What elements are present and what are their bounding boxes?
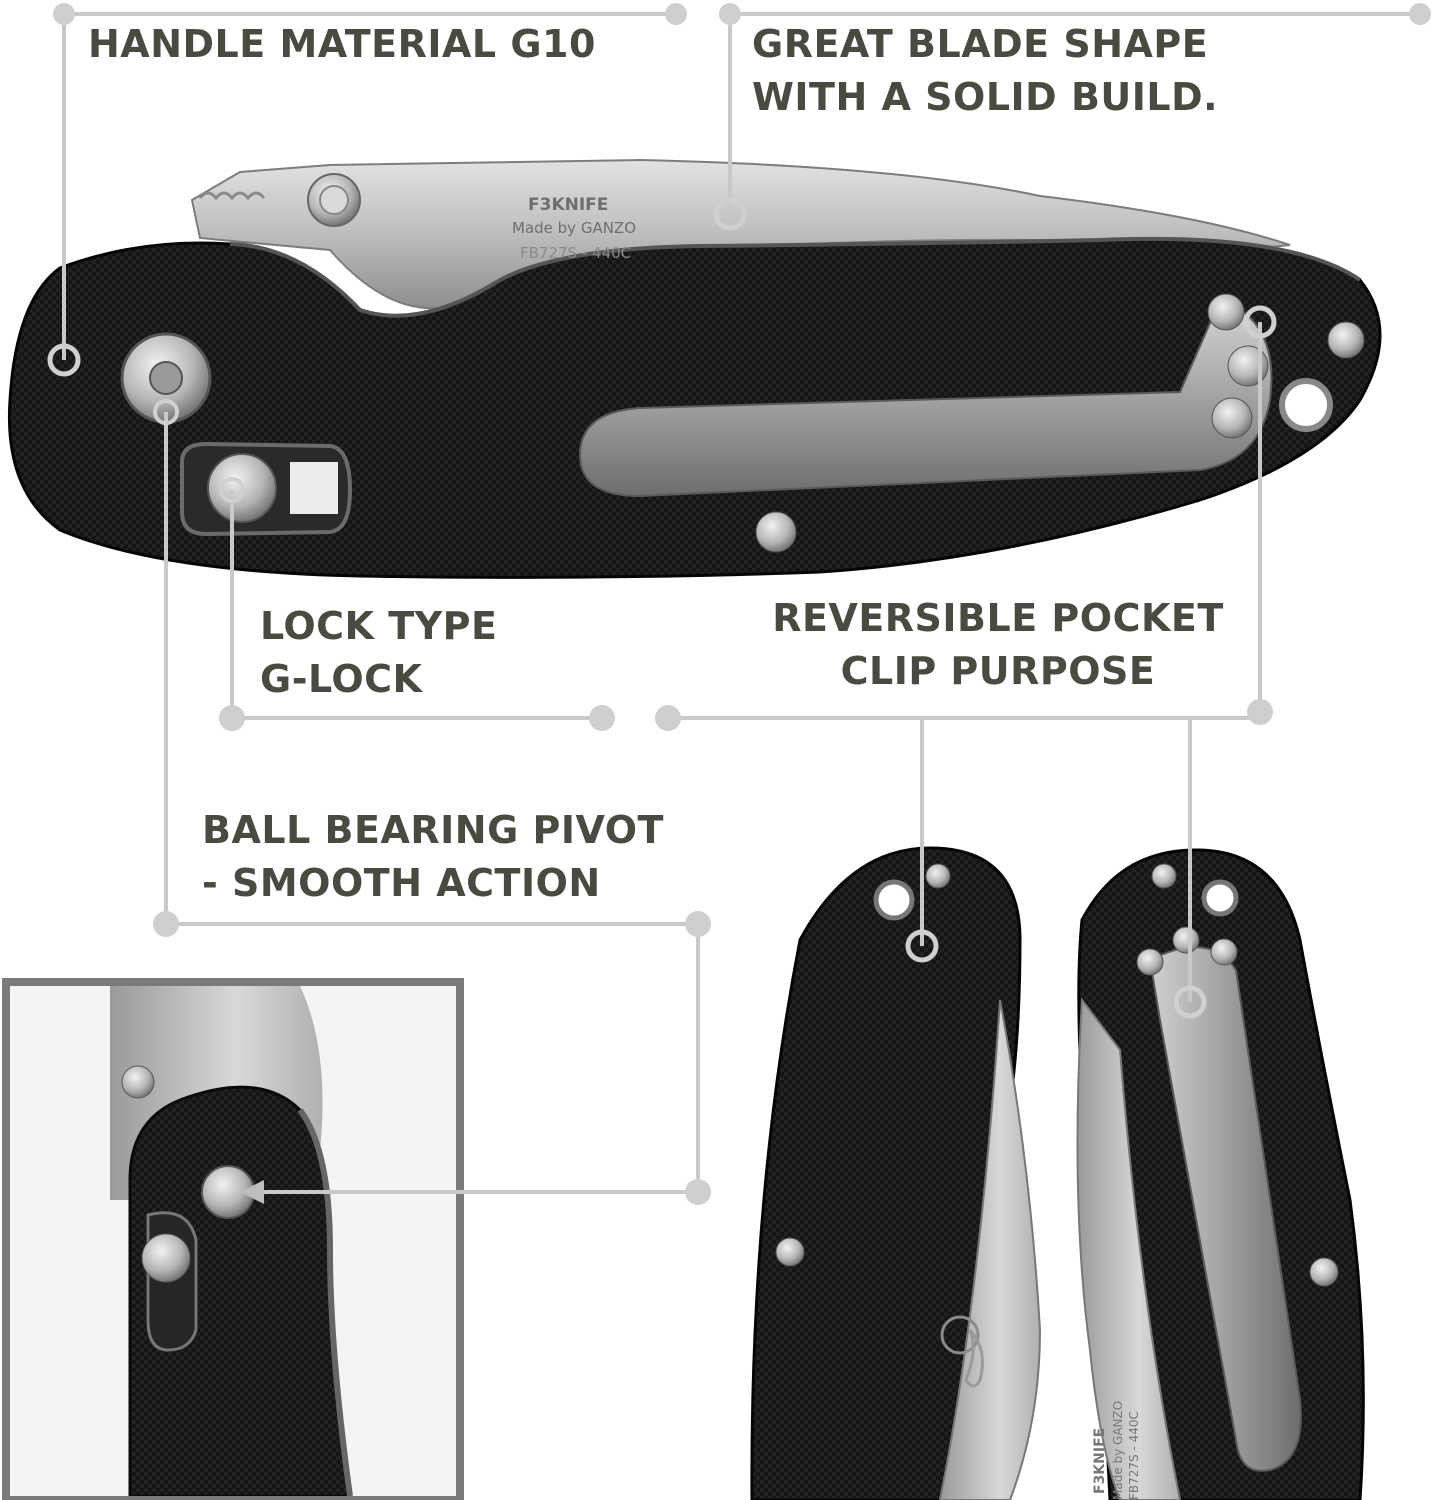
label-pivot: BALL BEARING PIVOT - SMOOTH ACTION	[202, 808, 664, 905]
circle-dot-icon	[719, 3, 741, 25]
circle-dot-icon	[53, 3, 75, 25]
circle-dot-icon	[153, 399, 179, 425]
blade-brand-vertical: F3KNIFE	[1092, 1428, 1108, 1494]
circle-dot-icon	[589, 705, 615, 731]
main-knife	[7, 158, 1382, 579]
vertical-pocket-clip	[1148, 946, 1302, 1472]
circle-dot-icon	[1247, 699, 1273, 725]
circle-dot-icon	[713, 197, 747, 231]
blade-maker-vertical: Made by GANZO	[1111, 1401, 1125, 1500]
callout-dots	[47, 3, 1431, 1205]
circle-dot-icon	[153, 911, 179, 937]
main-pocket-clip	[578, 298, 1273, 498]
circle-dot-icon	[1173, 985, 1207, 1019]
blade-model: FB727S - 440C	[520, 244, 631, 262]
circle-dot-icon	[219, 477, 245, 503]
label-lock-type: LOCK TYPE G-LOCK	[260, 604, 498, 701]
blade-model-vertical: FB727S - 440C	[1127, 1411, 1141, 1500]
circle-dot-icon	[219, 705, 245, 731]
circle-dot-icon	[685, 1179, 711, 1205]
arrow-left-icon	[240, 1180, 264, 1204]
circle-dot-icon	[665, 3, 687, 25]
blade-brand: F3KNIFE	[528, 195, 608, 215]
blade-maker: Made by GANZO	[512, 219, 636, 237]
label-handle-material: HANDLE MATERIAL G10	[88, 22, 596, 66]
blade-marking-main: F3KNIFE Made by GANZO FB727S - 440C	[512, 195, 636, 262]
circle-dot-icon	[905, 929, 939, 963]
flame-logo-icon	[964, 1328, 984, 1388]
label-blade-shape: GREAT BLADE SHAPE WITH A SOLID BUILD.	[752, 22, 1219, 119]
circle-dot-icon	[685, 911, 711, 937]
blade-marking-vertical: F3KNIFE Made by GANZO FB727S - 440C	[1092, 1401, 1141, 1500]
label-pocket-clip: REVERSIBLE POCKET CLIP PURPOSE	[772, 596, 1224, 693]
circle-dot-icon	[1409, 3, 1431, 25]
circle-dot-icon	[655, 705, 681, 731]
circle-dot-icon	[47, 343, 81, 377]
circle-dot-icon	[1243, 305, 1277, 339]
pivot-closeup-inset	[2, 978, 464, 1500]
vertical-knives	[750, 846, 1365, 1500]
